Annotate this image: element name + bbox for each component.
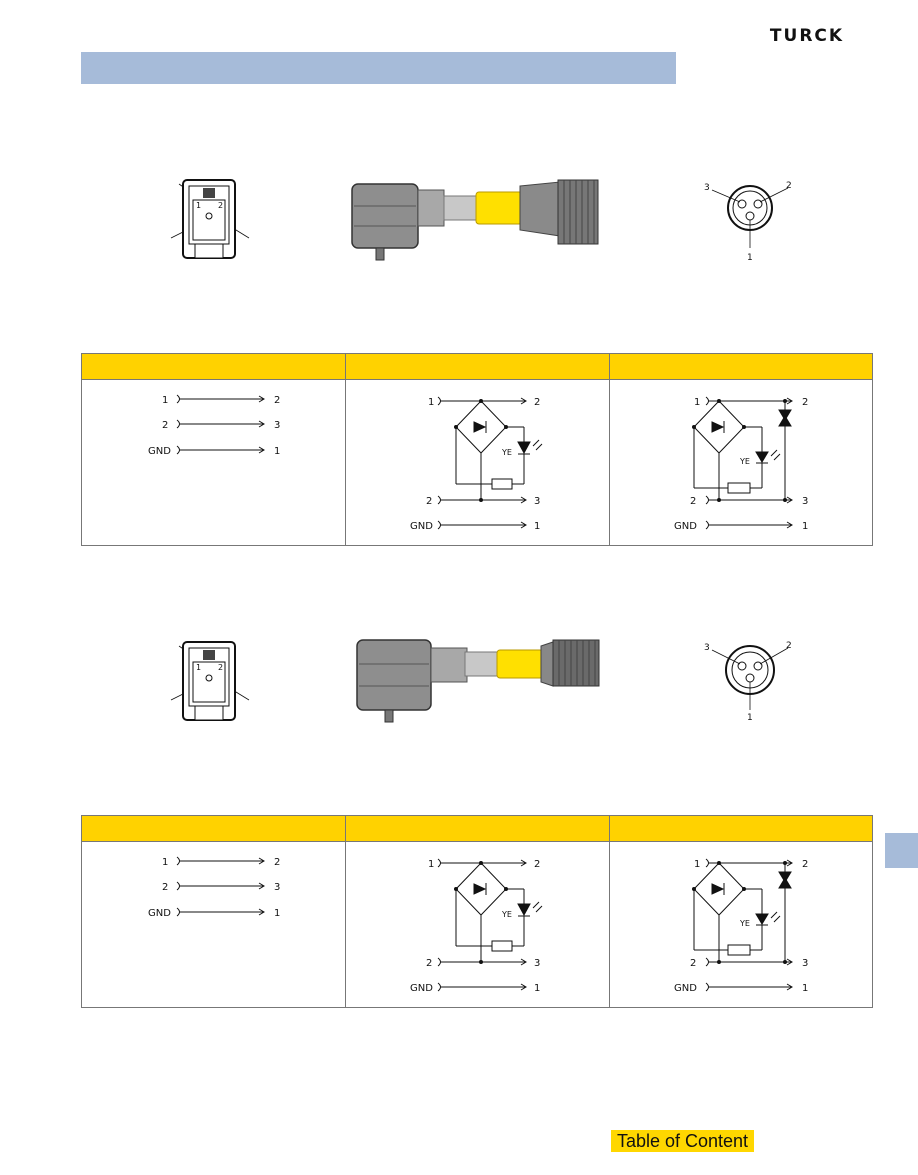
column-divider bbox=[345, 816, 346, 1007]
svg-text:1: 1 bbox=[694, 397, 700, 408]
wiring-table-header bbox=[82, 816, 872, 842]
svg-text:1: 1 bbox=[428, 859, 434, 870]
direct-wiring-diagram: 1 2 2 3 GND 1 bbox=[82, 354, 345, 545]
svg-text:3: 3 bbox=[274, 882, 280, 893]
svg-text:2: 2 bbox=[274, 395, 280, 406]
svg-text:2: 2 bbox=[802, 859, 808, 870]
svg-text:2: 2 bbox=[162, 882, 168, 893]
svg-text:1: 1 bbox=[196, 663, 201, 672]
svg-text:GND: GND bbox=[410, 983, 433, 994]
m12-plug-pinout: 3 2 1 bbox=[704, 181, 792, 262]
svg-text:1: 1 bbox=[274, 908, 280, 919]
angled-cable-assembly-photo bbox=[351, 179, 599, 261]
svg-text:1: 1 bbox=[162, 857, 168, 868]
svg-text:3: 3 bbox=[534, 496, 540, 507]
svg-text:3: 3 bbox=[704, 183, 710, 193]
svg-text:2: 2 bbox=[426, 496, 432, 507]
column-divider bbox=[345, 354, 346, 545]
direct-wiring-diagram: 1 2 2 3 GND 1 bbox=[82, 816, 345, 1007]
column-divider bbox=[609, 354, 610, 545]
svg-text:1: 1 bbox=[196, 201, 201, 210]
svg-text:2: 2 bbox=[162, 420, 168, 431]
svg-text:TURCK: TURCK bbox=[770, 26, 844, 44]
svg-text:1: 1 bbox=[747, 253, 753, 262]
svg-text:YE: YE bbox=[739, 919, 750, 928]
column-divider bbox=[609, 816, 610, 1007]
svg-text:GND: GND bbox=[674, 983, 697, 994]
svg-text:3: 3 bbox=[802, 958, 808, 969]
svg-text:GND: GND bbox=[674, 521, 697, 532]
svg-text:2: 2 bbox=[786, 641, 792, 651]
wiring-table-header bbox=[82, 354, 872, 380]
svg-text:1: 1 bbox=[274, 446, 280, 457]
section-header-bar bbox=[81, 52, 676, 84]
turck-logo: TURCK bbox=[770, 26, 844, 44]
svg-text:1: 1 bbox=[747, 713, 753, 722]
svg-text:2: 2 bbox=[218, 663, 223, 672]
svg-text:GND: GND bbox=[148, 446, 171, 457]
svg-text:3: 3 bbox=[534, 958, 540, 969]
svg-text:YE: YE bbox=[501, 910, 512, 919]
chapter-side-tab[interactable] bbox=[885, 833, 918, 868]
svg-text:GND: GND bbox=[410, 521, 433, 532]
svg-text:1: 1 bbox=[428, 397, 434, 408]
svg-text:2: 2 bbox=[426, 958, 432, 969]
svg-text:2: 2 bbox=[218, 201, 223, 210]
valve-connector-face-view: 1 2 bbox=[170, 179, 250, 259]
svg-text:1: 1 bbox=[802, 983, 808, 994]
svg-text:2: 2 bbox=[802, 397, 808, 408]
svg-text:YE: YE bbox=[501, 448, 512, 457]
svg-text:2: 2 bbox=[786, 181, 792, 191]
bridge-rectifier-tvs-diagram: 1 2 YE 2 3 GND 1 bbox=[610, 354, 873, 545]
svg-text:3: 3 bbox=[274, 420, 280, 431]
svg-text:2: 2 bbox=[274, 857, 280, 868]
svg-text:2: 2 bbox=[690, 958, 696, 969]
angled-cable-assembly-photo bbox=[356, 639, 600, 723]
m12-plug-pinout: 3 2 1 bbox=[704, 641, 792, 722]
bridge-rectifier-tvs-diagram: 1 2 YE 2 3 GND 1 bbox=[610, 816, 873, 1007]
svg-text:1: 1 bbox=[534, 983, 540, 994]
bridge-rectifier-led-diagram: 1 2 YE 2 3 GND 1 bbox=[346, 816, 609, 1007]
svg-text:2: 2 bbox=[534, 397, 540, 408]
svg-text:1: 1 bbox=[802, 521, 808, 532]
table-of-content-link[interactable]: Table of Content bbox=[611, 1130, 754, 1152]
bridge-rectifier-led-diagram: 1 2 YE 2 3 GND 1 bbox=[346, 354, 609, 545]
svg-text:GND: GND bbox=[148, 908, 171, 919]
wiring-table-1: 1 2 2 3 GND 1 1 bbox=[81, 353, 873, 546]
valve-connector-face-view: 1 2 bbox=[170, 641, 250, 721]
svg-text:3: 3 bbox=[704, 643, 710, 653]
svg-text:2: 2 bbox=[690, 496, 696, 507]
svg-text:2: 2 bbox=[534, 859, 540, 870]
svg-text:1: 1 bbox=[534, 521, 540, 532]
svg-text:1: 1 bbox=[162, 395, 168, 406]
svg-text:1: 1 bbox=[694, 859, 700, 870]
svg-text:3: 3 bbox=[802, 496, 808, 507]
wiring-table-2: 1 2 2 3 GND 1 1 bbox=[81, 815, 873, 1008]
svg-text:YE: YE bbox=[739, 457, 750, 466]
